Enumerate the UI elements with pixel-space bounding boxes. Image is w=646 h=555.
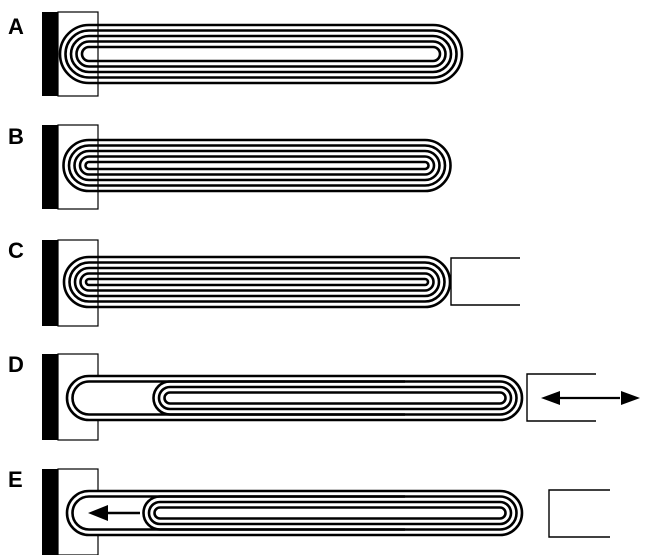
panel-d-second-loop: [71, 380, 405, 416]
panel-a-black-bar: [42, 12, 58, 96]
panel-b-outer-strands: [89, 138, 405, 193]
panel-e-left-arrow-icon: [88, 505, 140, 521]
panel-label-e: E: [8, 467, 23, 492]
panel-e-probe-bracket: [548, 489, 610, 538]
panel-b-black-bar: [42, 125, 58, 209]
panel-e-second-loop: [71, 495, 405, 531]
panel-a: A: [8, 11, 464, 97]
panel-e-hairpin: [142, 489, 524, 537]
panel-e: E: [8, 467, 610, 555]
panel-d: D: [8, 352, 640, 441]
panel-b-hairpin: [62, 138, 452, 193]
panel-c-probe-bracket: [450, 257, 520, 306]
panel-c-hairpin: [62, 255, 452, 309]
panel-d-probe-bracket: [526, 373, 596, 422]
panel-label-a: A: [8, 14, 24, 39]
panel-c: C: [8, 238, 520, 327]
panel-d-hairpin: [152, 374, 524, 422]
panel-label-b: B: [8, 124, 24, 149]
panel-label-c: C: [8, 238, 24, 263]
panel-d-black-bar: [42, 354, 58, 440]
panel-c-black-bar: [42, 240, 58, 326]
panel-e-black-bar: [42, 469, 58, 555]
panel-a-hairpin: [58, 23, 464, 85]
panel-b: B: [8, 124, 452, 210]
panel-label-d: D: [8, 352, 24, 377]
panel-d-double-arrow-icon: [541, 391, 640, 405]
